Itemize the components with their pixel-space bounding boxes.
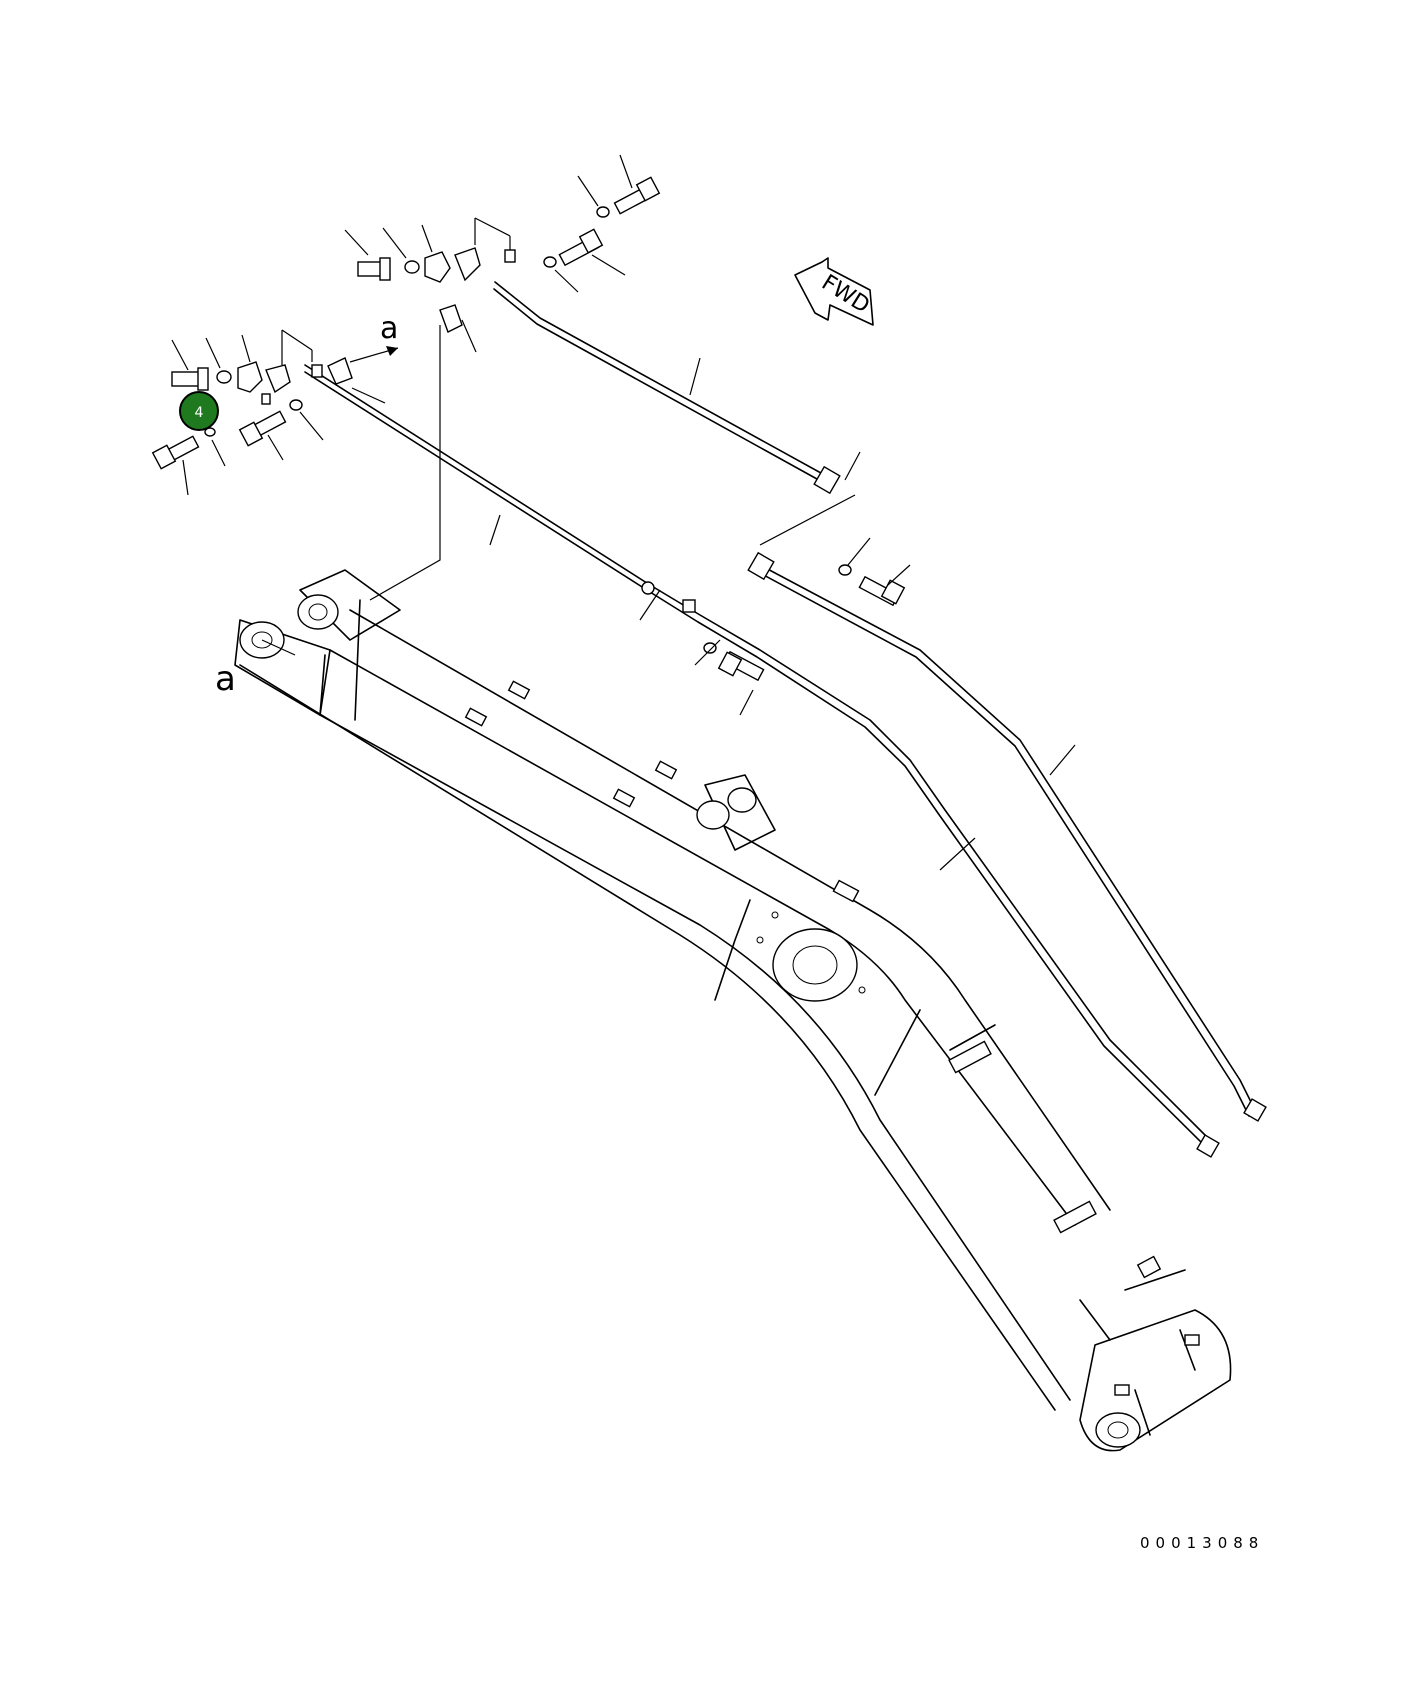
callout-marker-4[interactable]: 4 [179,391,219,431]
hardware-parts [151,176,906,682]
fwd-direction-arrow: FWD [794,257,874,326]
callout-circle[interactable] [179,391,219,431]
boom-body [234,569,1232,1452]
upper-washer [596,206,610,218]
drawing-number: 00013088 [1140,1534,1264,1552]
leader-lines [171,154,1076,871]
pipe-lines [304,281,1267,1158]
boom-clamps [464,680,1200,1396]
upper-bolt [613,176,661,215]
view-mark-a-lower: a [215,659,236,699]
view-mark-a-upper: a [380,311,398,346]
callout-number: 4 [195,405,204,421]
mid-bolt [558,228,604,267]
